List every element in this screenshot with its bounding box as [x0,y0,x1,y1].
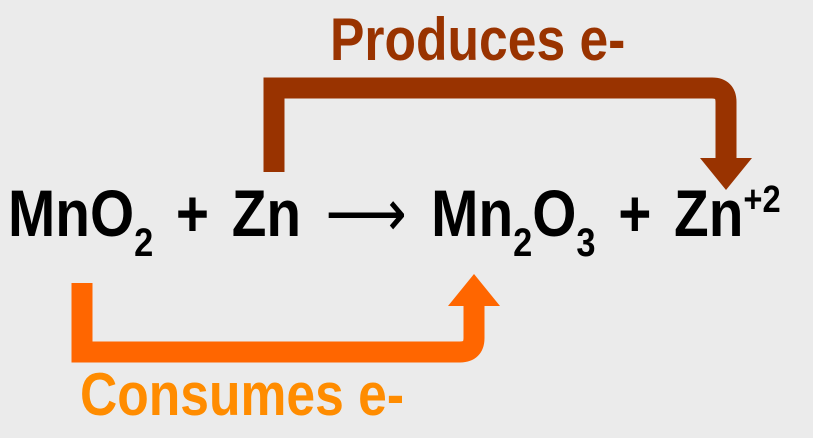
consumes-arrow [71,274,500,363]
plus-sign: + [175,176,210,250]
reactant-mno2: MnO2 [8,176,154,265]
consumes-arrowhead [448,274,500,306]
product-mn2o3: Mn2O3 [431,176,596,265]
produces-arrow [263,77,752,190]
reactant-zn: Zn [231,176,302,250]
reaction-arrow: ⟶ [325,175,407,252]
produces-arrowhead [700,158,752,190]
produces-label: Produces e- [330,6,626,73]
product-zn-ion: Zn+2 [674,176,781,250]
consumes-label: Consumes e- [80,361,405,428]
chemical-equation: MnO2 + Zn ⟶ Mn2O3 + Zn+2 [8,175,781,265]
plus-sign: + [618,176,652,250]
